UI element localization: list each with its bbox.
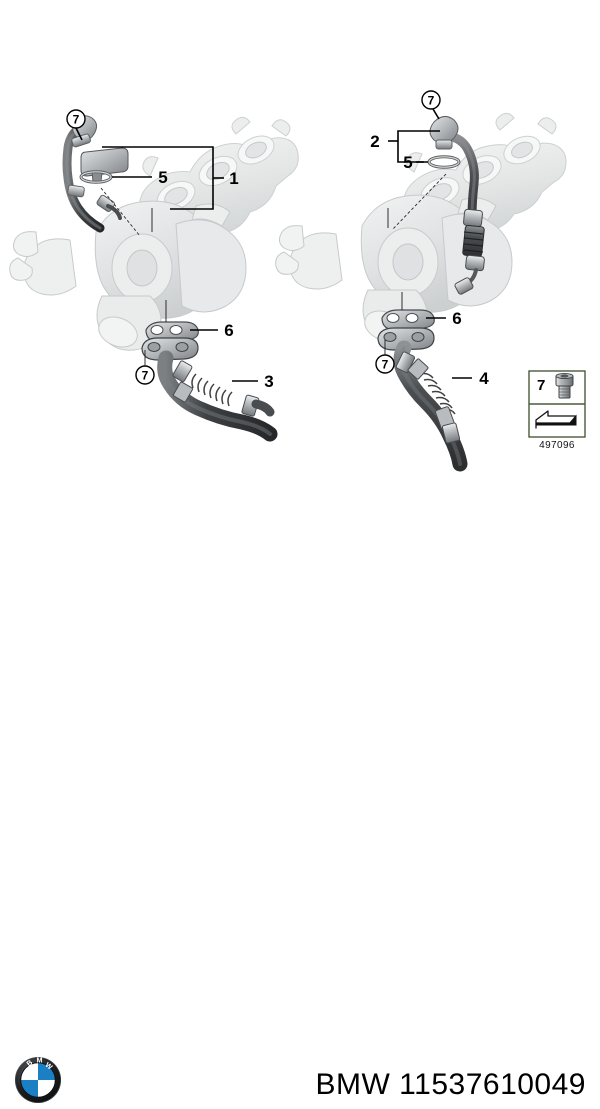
oil-return-hose-right <box>377 327 468 472</box>
left-callout-leaders: 7 1 5 6 7 <box>66 109 274 391</box>
callout-7-top-right-label: 7 <box>428 94 435 108</box>
bmw-roundel-svg: B M W <box>14 1055 62 1104</box>
bmw-roundel-logo: B M W <box>14 1055 62 1104</box>
sealing-ring-left-5 <box>79 170 113 184</box>
footer-part-caption: BMW 11537610049 <box>315 1068 586 1101</box>
socket-head-bolt-icon <box>555 372 574 399</box>
callout-5-right-label: 5 <box>403 153 412 172</box>
oil-feed-line-right <box>429 116 485 295</box>
callout-7-bottom-left-label: 7 <box>142 369 149 383</box>
callout-6-left-label: 6 <box>224 321 233 340</box>
left-turbocharger-assembly: 7 1 5 6 7 <box>9 109 299 442</box>
oil-return-hose-left <box>141 337 278 442</box>
callout-7-bottom-right-label: 7 <box>382 358 389 372</box>
turbocharger-body-ghost-left <box>9 200 247 351</box>
callout-2-label: 2 <box>370 132 379 151</box>
callout-1-label: 1 <box>229 169 238 188</box>
callout-3-label: 3 <box>264 372 273 391</box>
sealing-ring-right-5 <box>427 155 461 169</box>
parts-diagram-canvas: 7 1 5 6 7 <box>0 90 600 1104</box>
turbocharger-body-ghost-right <box>275 194 513 345</box>
footer-bar: B M W BMW 11537610049 <box>0 520 600 1104</box>
right-callout-leaders: 7 2 5 6 7 <box>370 90 489 388</box>
legend-code: 497096 <box>539 440 575 451</box>
roundel-letter-m: M <box>37 1056 43 1064</box>
legend-box: 7 497096 <box>528 370 586 451</box>
callout-4-label: 4 <box>479 369 489 388</box>
oil-feed-line-left <box>62 115 129 233</box>
callout-7-top-left-label: 7 <box>73 113 80 127</box>
diagram-illustration: 7 1 5 6 7 <box>9 90 586 472</box>
gasket-left-6 <box>145 321 199 343</box>
callout-circle-7-top-right <box>421 90 441 110</box>
gasket-right-6 <box>381 309 435 331</box>
legend-item-number: 7 <box>537 377 545 394</box>
callout-6-right-label: 6 <box>452 309 461 328</box>
right-turbocharger-assembly: 7 2 5 6 7 <box>275 90 567 472</box>
callout-5-left-label: 5 <box>158 168 167 187</box>
block-arrow-icon <box>535 410 577 429</box>
